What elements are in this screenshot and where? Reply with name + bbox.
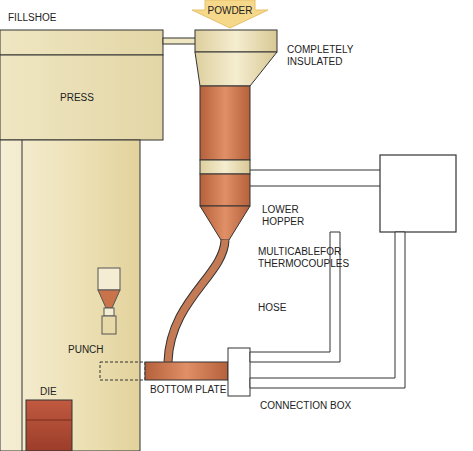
upper-hopper-funnel bbox=[195, 52, 277, 86]
thermocouple-wire bbox=[250, 170, 380, 171]
control-cabinet bbox=[380, 155, 456, 232]
punch-tip bbox=[102, 316, 116, 334]
hose bbox=[168, 240, 225, 362]
connection-box bbox=[228, 348, 250, 396]
punch-body bbox=[98, 268, 120, 290]
part-label: BOTTOM PLATE bbox=[150, 384, 226, 396]
part-label: CONNECTION BOX bbox=[260, 400, 351, 412]
part-label: PRESS bbox=[60, 92, 94, 104]
upper-hopper-rim bbox=[195, 30, 277, 52]
part-label: HOSE bbox=[258, 302, 286, 314]
bottom-plate bbox=[145, 362, 228, 380]
arrow-label: POWDER bbox=[205, 5, 255, 17]
press-body bbox=[0, 55, 163, 140]
column-edge bbox=[22, 140, 23, 451]
part-label: DIE bbox=[40, 386, 57, 398]
note-label: COMPLETELY INSULATED bbox=[287, 44, 367, 68]
punch-neck bbox=[104, 308, 114, 316]
lower-hopper-cone bbox=[200, 206, 250, 240]
heated-block bbox=[200, 86, 250, 160]
part-label: PUNCH bbox=[68, 344, 104, 356]
part-label: MULTICABLEFOR THERMOCOUPLES bbox=[258, 246, 353, 270]
lower-hopper-body bbox=[200, 174, 250, 206]
press-column bbox=[0, 140, 140, 451]
die bbox=[26, 400, 72, 451]
punch-cone bbox=[98, 290, 120, 308]
part-label: FILLSHOE bbox=[8, 12, 56, 24]
hopper-band bbox=[200, 160, 250, 174]
thermocouple-wire bbox=[250, 186, 380, 187]
die-line bbox=[26, 420, 72, 421]
cable-duct bbox=[250, 232, 405, 388]
powder-arrow bbox=[192, 0, 268, 28]
hose-outline bbox=[168, 240, 225, 362]
bottom-plate-travel bbox=[100, 362, 145, 380]
press-head bbox=[0, 30, 163, 55]
part-label: LOWER HOPPER bbox=[262, 204, 322, 228]
